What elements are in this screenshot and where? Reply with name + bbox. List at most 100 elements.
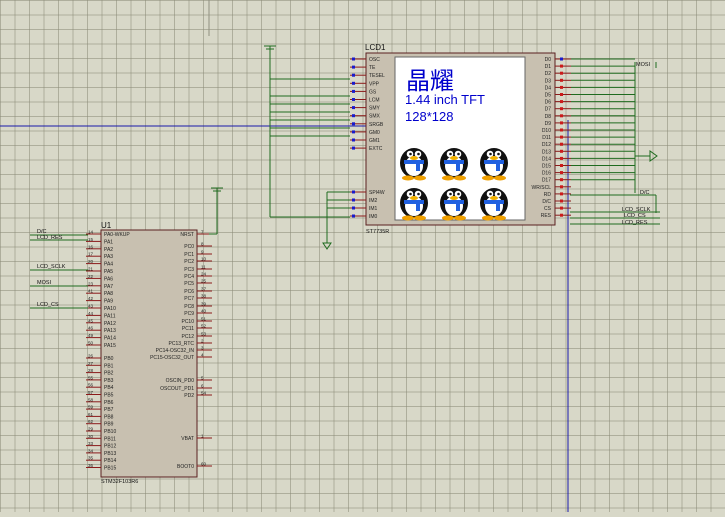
- lcd-pin-label: IM0: [369, 214, 378, 220]
- lcd-pin-label: D9: [545, 121, 552, 127]
- mcu-pin-number: 25: [201, 279, 207, 284]
- penguin-mascot-icon: [400, 188, 428, 221]
- lcd-right-pins: D0D1D2D3D4D5D6D7D8D9D10D11D12D13D14D15D1…: [532, 57, 635, 219]
- lcd-screen-title: 晶耀: [406, 68, 454, 95]
- mcu-pin-label: PB15: [104, 466, 116, 472]
- lcd-pin-marker: [560, 185, 563, 189]
- lcd-pin-label: D8: [545, 114, 552, 120]
- mcu-pin-number: 34: [88, 448, 94, 453]
- lcd-pin-marker: [352, 130, 355, 134]
- lcd-pin-marker: [352, 206, 355, 210]
- lcd-pin-marker: [560, 78, 563, 82]
- penguin-mascot-icon: [480, 148, 508, 181]
- net-label-lcd-sclk-right[interactable]: LCD_SCLK: [622, 207, 651, 213]
- mcu-pin-number: 27: [88, 361, 94, 366]
- lcd-screen-line1: 1.44 inch TFT: [405, 92, 485, 107]
- lcd-pin-label: D14: [542, 156, 551, 162]
- mcu-pin-label: PB7: [104, 407, 114, 413]
- net-label-lcd-res-right[interactable]: LCD_RES: [622, 220, 648, 226]
- net-label-lcd-cs-left[interactable]: LCD_CS: [37, 302, 59, 308]
- mcu-pin-number: 24: [201, 272, 207, 277]
- net-label-lcd-res-left[interactable]: LCD_RES: [37, 235, 63, 241]
- net-label-mosi-left[interactable]: MOSI: [37, 280, 52, 286]
- lcd-pin-marker: [560, 93, 563, 96]
- lcd-pin-marker: [560, 199, 563, 203]
- mcu-pin-label: PD2: [184, 393, 194, 399]
- mcu-pin-number: 35: [88, 456, 94, 461]
- mcu-pin-number: 36: [88, 463, 94, 468]
- net-label-mosi-right[interactable]: MOSI: [636, 62, 651, 68]
- mcu-pin-label: PA4: [104, 262, 113, 268]
- lcd-pin-marker: [352, 81, 355, 85]
- lcd-pin-label: D17: [542, 178, 551, 184]
- lcd-left-pins: OSCTETESELVPPGSLCMSMYSMXSRGBGM0GM1EXTCSP…: [350, 57, 385, 220]
- mcu-ref-label: U1: [101, 221, 112, 230]
- mcu-pin-number: 1: [201, 434, 204, 439]
- mcu-pin-label: PC5: [184, 281, 194, 287]
- mcu-pin-number: 40: [201, 309, 207, 314]
- mcu-pin-number: 23: [88, 281, 94, 286]
- mcu-pin-label: PC12: [181, 334, 194, 340]
- lcd-pin-label: D7: [545, 107, 552, 113]
- mcu-body[interactable]: [100, 229, 198, 478]
- mcu-pin-label: PA15: [104, 343, 116, 349]
- mcu-pin-number: 43: [88, 304, 94, 309]
- lcd-pin-label: D16: [542, 171, 551, 177]
- mcu-pin-label: PA12: [104, 321, 116, 327]
- lcd-pin-label: RES: [541, 213, 552, 219]
- mcu-pin-label: PB12: [104, 444, 116, 450]
- mcu-pin-label: PA8: [104, 291, 113, 297]
- lcd-pin-label: LCM: [369, 98, 380, 104]
- lcd-component[interactable]: LCD1 OSCTETESELVPPGSLCMSMYSMXSRGBGM0GM1E…: [350, 43, 635, 235]
- lcd-pin-label: SMY: [369, 106, 381, 112]
- mcu-pin-number: 56: [88, 383, 94, 388]
- lcd-pin-label: D12: [542, 142, 551, 148]
- lcd-pin-label: IM2: [369, 198, 378, 204]
- mcu-pin-number: 6: [201, 384, 204, 389]
- mcu-right-pins: 7NRST8PC09PC110PC211PC324PC425PC537PC638…: [150, 230, 212, 470]
- mcu-pin-number: 21: [88, 267, 94, 272]
- lcd-pin-marker: [352, 190, 355, 194]
- mcu-pin-number: 26: [88, 354, 94, 359]
- net-label-lcd-sclk-left[interactable]: LCD_SCLK: [37, 264, 66, 270]
- lcd-pin-label: TE: [369, 65, 376, 71]
- mcu-pin-label: PA0-WKUP: [104, 232, 130, 238]
- mcu-pin-number: 57: [88, 390, 94, 395]
- mcu-pin-number: 55: [88, 375, 94, 380]
- lcd-pin-label: D/C: [542, 199, 551, 205]
- penguin-mascot-icon: [440, 148, 468, 181]
- mcu-pin-number: 17: [88, 252, 94, 257]
- mcu-pin-label: OSCIN_PD0: [166, 378, 195, 384]
- lcd-pin-marker: [352, 198, 355, 202]
- mcu-pin-label: PC2: [184, 259, 194, 265]
- net-label-dc-left[interactable]: D/C: [37, 229, 47, 235]
- mcu-pin-label: PC1: [184, 252, 194, 258]
- lcd-pin-marker: [352, 214, 355, 218]
- lcd-pin-label: D11: [542, 135, 551, 141]
- lcd-pin-marker: [560, 121, 563, 125]
- lcd-pin-marker: [560, 128, 563, 132]
- mcu-pin-number: 62: [88, 419, 94, 424]
- lcd-pin-marker: [560, 114, 563, 118]
- mcu-pin-number: 59: [88, 405, 94, 410]
- mcu-pin-label: PB2: [104, 371, 114, 377]
- mcu-pin-number: 30: [88, 434, 94, 439]
- net-label-dc-right[interactable]: D/C: [640, 190, 650, 196]
- mcu-pin-label: PA1: [104, 239, 113, 245]
- mcu-pin-number: 20: [88, 259, 94, 264]
- mcu-pin-number: 29: [88, 427, 94, 432]
- mcu-pin-label: PC10: [181, 319, 194, 325]
- mcu-pin-number: 49: [88, 333, 94, 338]
- lcd-ref-label: LCD1: [365, 43, 386, 52]
- lcd-pin-marker: [560, 135, 563, 139]
- lcd-pin-label: D5: [545, 93, 552, 99]
- penguin-mascot-grid: [400, 148, 508, 221]
- lcd-pin-label: D0: [545, 57, 552, 63]
- penguin-mascot-icon: [480, 188, 508, 221]
- mcu-pin-label: PB1: [104, 363, 114, 369]
- lcd-pin-label: D3: [545, 78, 552, 84]
- net-label-lcd-cs-right[interactable]: LCD_CS: [624, 213, 646, 219]
